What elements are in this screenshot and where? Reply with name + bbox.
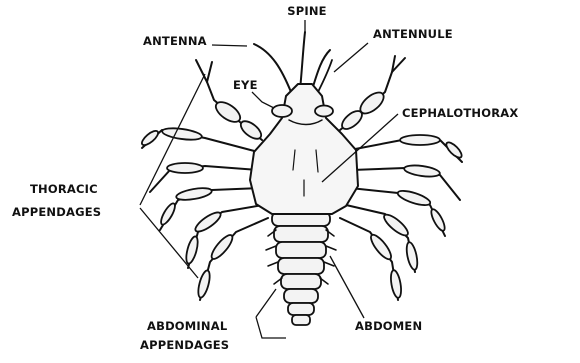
telson [292, 315, 310, 325]
right-leg-segment [429, 208, 447, 233]
left-leg-segment [175, 186, 212, 202]
leader-antenna [212, 45, 247, 46]
leader-abdominal [256, 289, 286, 338]
abdomen-segment [276, 242, 326, 258]
right-leg-segment [389, 269, 403, 298]
right-claw-segment [339, 108, 365, 133]
left-leg-segment [209, 232, 236, 261]
right-leg-segment [444, 140, 464, 160]
spine-line [300, 32, 305, 90]
left-antenna [254, 44, 291, 92]
left-claw-pincer [196, 60, 212, 82]
right-leg-segment [405, 241, 420, 270]
right-leg-segment [403, 164, 440, 179]
right-leg-segment [400, 135, 440, 145]
left-eye [272, 105, 292, 117]
abdomen-segment [281, 274, 321, 289]
right-leg-segment [368, 232, 394, 262]
left-leg-segment [196, 269, 212, 298]
abdomen-segment [288, 303, 314, 315]
left-leg-segment [167, 163, 203, 173]
label-thoracic-line2: APPENDAGES [12, 205, 101, 219]
left-leg-segment [193, 209, 223, 234]
right-leg-segment [381, 212, 410, 239]
left-leg-segment [159, 202, 178, 227]
label-spine: SPINE [287, 4, 326, 18]
left-leg-segment [184, 235, 200, 264]
left-leg-segment [140, 129, 160, 148]
left-legs [140, 60, 268, 300]
abdomen-segment [274, 226, 328, 242]
label-abdominal-line1: ABDOMINAL [147, 319, 228, 333]
right-claw-pincer [392, 56, 405, 72]
left-claw-segment [213, 98, 244, 126]
label-antenna: ANTENNA [143, 34, 207, 48]
abdomen [266, 212, 336, 325]
leader-eye [252, 92, 274, 108]
left-claw-segment [238, 118, 264, 142]
label-cephalothorax: CEPHALOTHORAX [402, 106, 518, 120]
leader-abdomen [330, 256, 364, 318]
abdomen-segment [278, 258, 324, 274]
antennae [254, 32, 332, 92]
label-eye: EYE [233, 78, 258, 92]
label-abdominal-line2: APPENDAGES [140, 338, 229, 352]
leader-antennule [334, 43, 368, 72]
right-eye [315, 106, 333, 117]
label-thoracic-line1: THORACIC [30, 182, 98, 196]
right-leg-segment [396, 188, 431, 208]
abdomen-segment [284, 289, 318, 303]
left-leg-segment [161, 126, 202, 141]
label-antennule: ANTENNULE [373, 27, 453, 41]
left-leg-5 [200, 218, 268, 300]
label-abdomen: ABDOMEN [355, 319, 422, 333]
